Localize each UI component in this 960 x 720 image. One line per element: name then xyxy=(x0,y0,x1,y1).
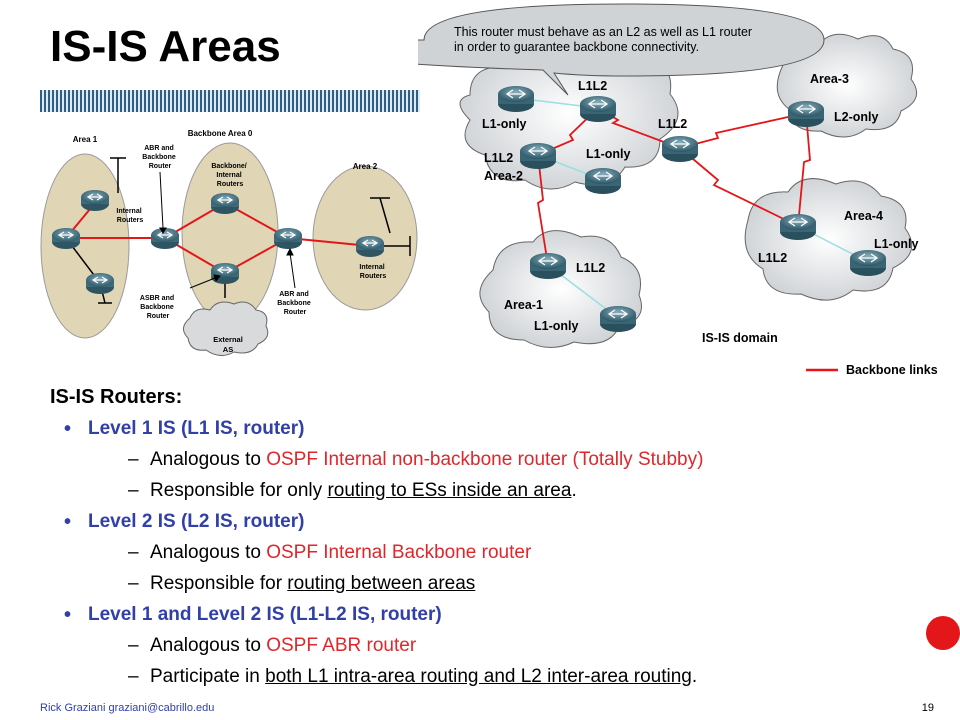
ospf-label-area1: Area 1 xyxy=(73,135,98,144)
ospf-label-abr-top-2: Backbone xyxy=(142,154,176,161)
svg-text:Internal Routers: Internal Routers xyxy=(116,208,143,224)
bullet-level2-label: Level 2 IS (L2 IS, router) xyxy=(88,511,305,532)
isis-label-area4: Area-4 xyxy=(844,209,883,223)
ospf-label-asbr-3: Router xyxy=(147,313,170,320)
ospf-label-internal-right-1: Internal xyxy=(359,264,384,271)
ospf-area-diagram: Area 1 Backbone Area 0 Area 2 External A… xyxy=(40,129,418,356)
ospf-label-internal-left-1: Internal xyxy=(116,208,141,215)
svg-text:Internal Routers: Internal Routers xyxy=(359,264,386,280)
isis-domain-diagram: This router must behave as an L2 as well… xyxy=(418,3,938,377)
ospf-label-abr-top-1: ABR and xyxy=(144,145,174,152)
isis-label-l1l2-area2: L1L2 xyxy=(484,151,513,165)
ospf-label-area2: Area 2 xyxy=(353,162,378,171)
sub-level1-responsible: –Responsible for only routing to ESs ins… xyxy=(128,480,577,501)
isis-label-domain: IS-IS domain xyxy=(702,331,778,345)
ospf-label-backbone-area0: Backbone Area 0 xyxy=(188,129,253,138)
title-decoration-bar xyxy=(40,90,420,112)
bullet-level2: • Level 2 IS (L2 IS, router) xyxy=(50,508,930,539)
bullet-dot-icon: • xyxy=(64,604,72,626)
isis-label-area1: Area-1 xyxy=(504,298,543,312)
bullet-dot-icon: • xyxy=(64,418,72,440)
bullet-level1-label: Level 1 IS (L1 IS, router) xyxy=(88,418,305,439)
ospf-label-abr-bottom-3: Router xyxy=(284,309,307,316)
svg-text:ABR and Backbone Route: ABR and Backbone Router xyxy=(277,291,312,316)
isis-label-area3: Area-3 xyxy=(810,72,849,86)
footer-author: Rick Graziani graziani@cabrillo.edu xyxy=(40,702,215,714)
ospf-label-asbr-2: Backbone xyxy=(140,304,174,311)
ospf-label-external-as-2: AS xyxy=(223,345,233,354)
ospf-label-internal-right-2: Routers xyxy=(360,273,387,280)
svg-text:ABR and Backbone Route: ABR and Backbone Router xyxy=(142,145,177,170)
isis-label-area2: Area-2 xyxy=(484,169,523,183)
ospf-label-external-as-1: External xyxy=(213,335,243,344)
svg-text:ASBR and Backbone Rout: ASBR and Backbone Router xyxy=(140,295,176,320)
slide-title: IS-IS Areas xyxy=(50,22,281,71)
isis-label-l2only: L2-only xyxy=(834,110,878,124)
sub-level1-analogous: –Analogous to OSPF Internal non-backbone… xyxy=(128,449,704,470)
content-area: IS-IS Routers: • Level 1 IS (L1 IS, route… xyxy=(50,386,930,694)
page-number: 19 xyxy=(921,702,934,714)
bullet-level1: • Level 1 IS (L1 IS, router) xyxy=(50,415,930,446)
isis-legend-label: Backbone links xyxy=(846,363,938,377)
ospf-label-backbone-internal-2: Internal xyxy=(216,172,241,179)
bullet-level1-2: • Level 1 and Level 2 IS (L1-L2 IS, route… xyxy=(50,601,930,632)
isis-label-l1only-mid: L1-only xyxy=(586,147,630,161)
ospf-label-abr-bottom-1: ABR and xyxy=(279,291,309,298)
svg-text:This router must behave as an: This router must behave as an L2 as well… xyxy=(454,25,756,54)
bullet-dot-icon: • xyxy=(64,511,72,533)
sub-level2-responsible: –Responsible for routing between areas xyxy=(128,573,476,594)
isis-label-l1l2-area1: L1L2 xyxy=(576,261,605,275)
isis-callout-line2: in order to guarantee backbone connectiv… xyxy=(454,40,699,54)
sub-level1-2-analogous: –Analogous to OSPF ABR router xyxy=(128,635,417,656)
isis-label-l1only-area1: L1-only xyxy=(534,319,578,333)
ospf-label-abr-top-3: Router xyxy=(149,163,172,170)
sub-level1-2-participate: –Participate in both L1 intra-area routi… xyxy=(128,666,698,687)
red-dot-marker xyxy=(926,616,960,650)
isis-label-l1l2-area4: L1L2 xyxy=(758,251,787,265)
isis-label-l1only-area4: L1-only xyxy=(874,237,918,251)
isis-label-l1l2-right: L1L2 xyxy=(658,117,687,131)
ospf-label-internal-left-2: Routers xyxy=(117,217,144,224)
isis-label-l1only-left: L1-only xyxy=(482,117,526,131)
ospf-label-asbr-1: ASBR and xyxy=(140,295,174,302)
bullet-level1-2-label: Level 1 and Level 2 IS (L1-L2 IS, router… xyxy=(88,604,442,625)
sub-level2-analogous: –Analogous to OSPF Internal Backbone rou… xyxy=(128,542,532,563)
svg-text:Backbone/ Internal Rou: Backbone/ Internal Routers xyxy=(211,163,248,188)
content-heading: IS-IS Routers: xyxy=(50,386,183,408)
isis-callout-line1: This router must behave as an L2 as well… xyxy=(454,25,752,39)
isis-label-l1l2-top: L1L2 xyxy=(578,79,607,93)
ospf-label-abr-bottom-2: Backbone xyxy=(277,300,311,307)
ospf-label-backbone-internal-1: Backbone/ xyxy=(211,163,246,170)
ospf-label-backbone-internal-3: Routers xyxy=(217,181,244,188)
